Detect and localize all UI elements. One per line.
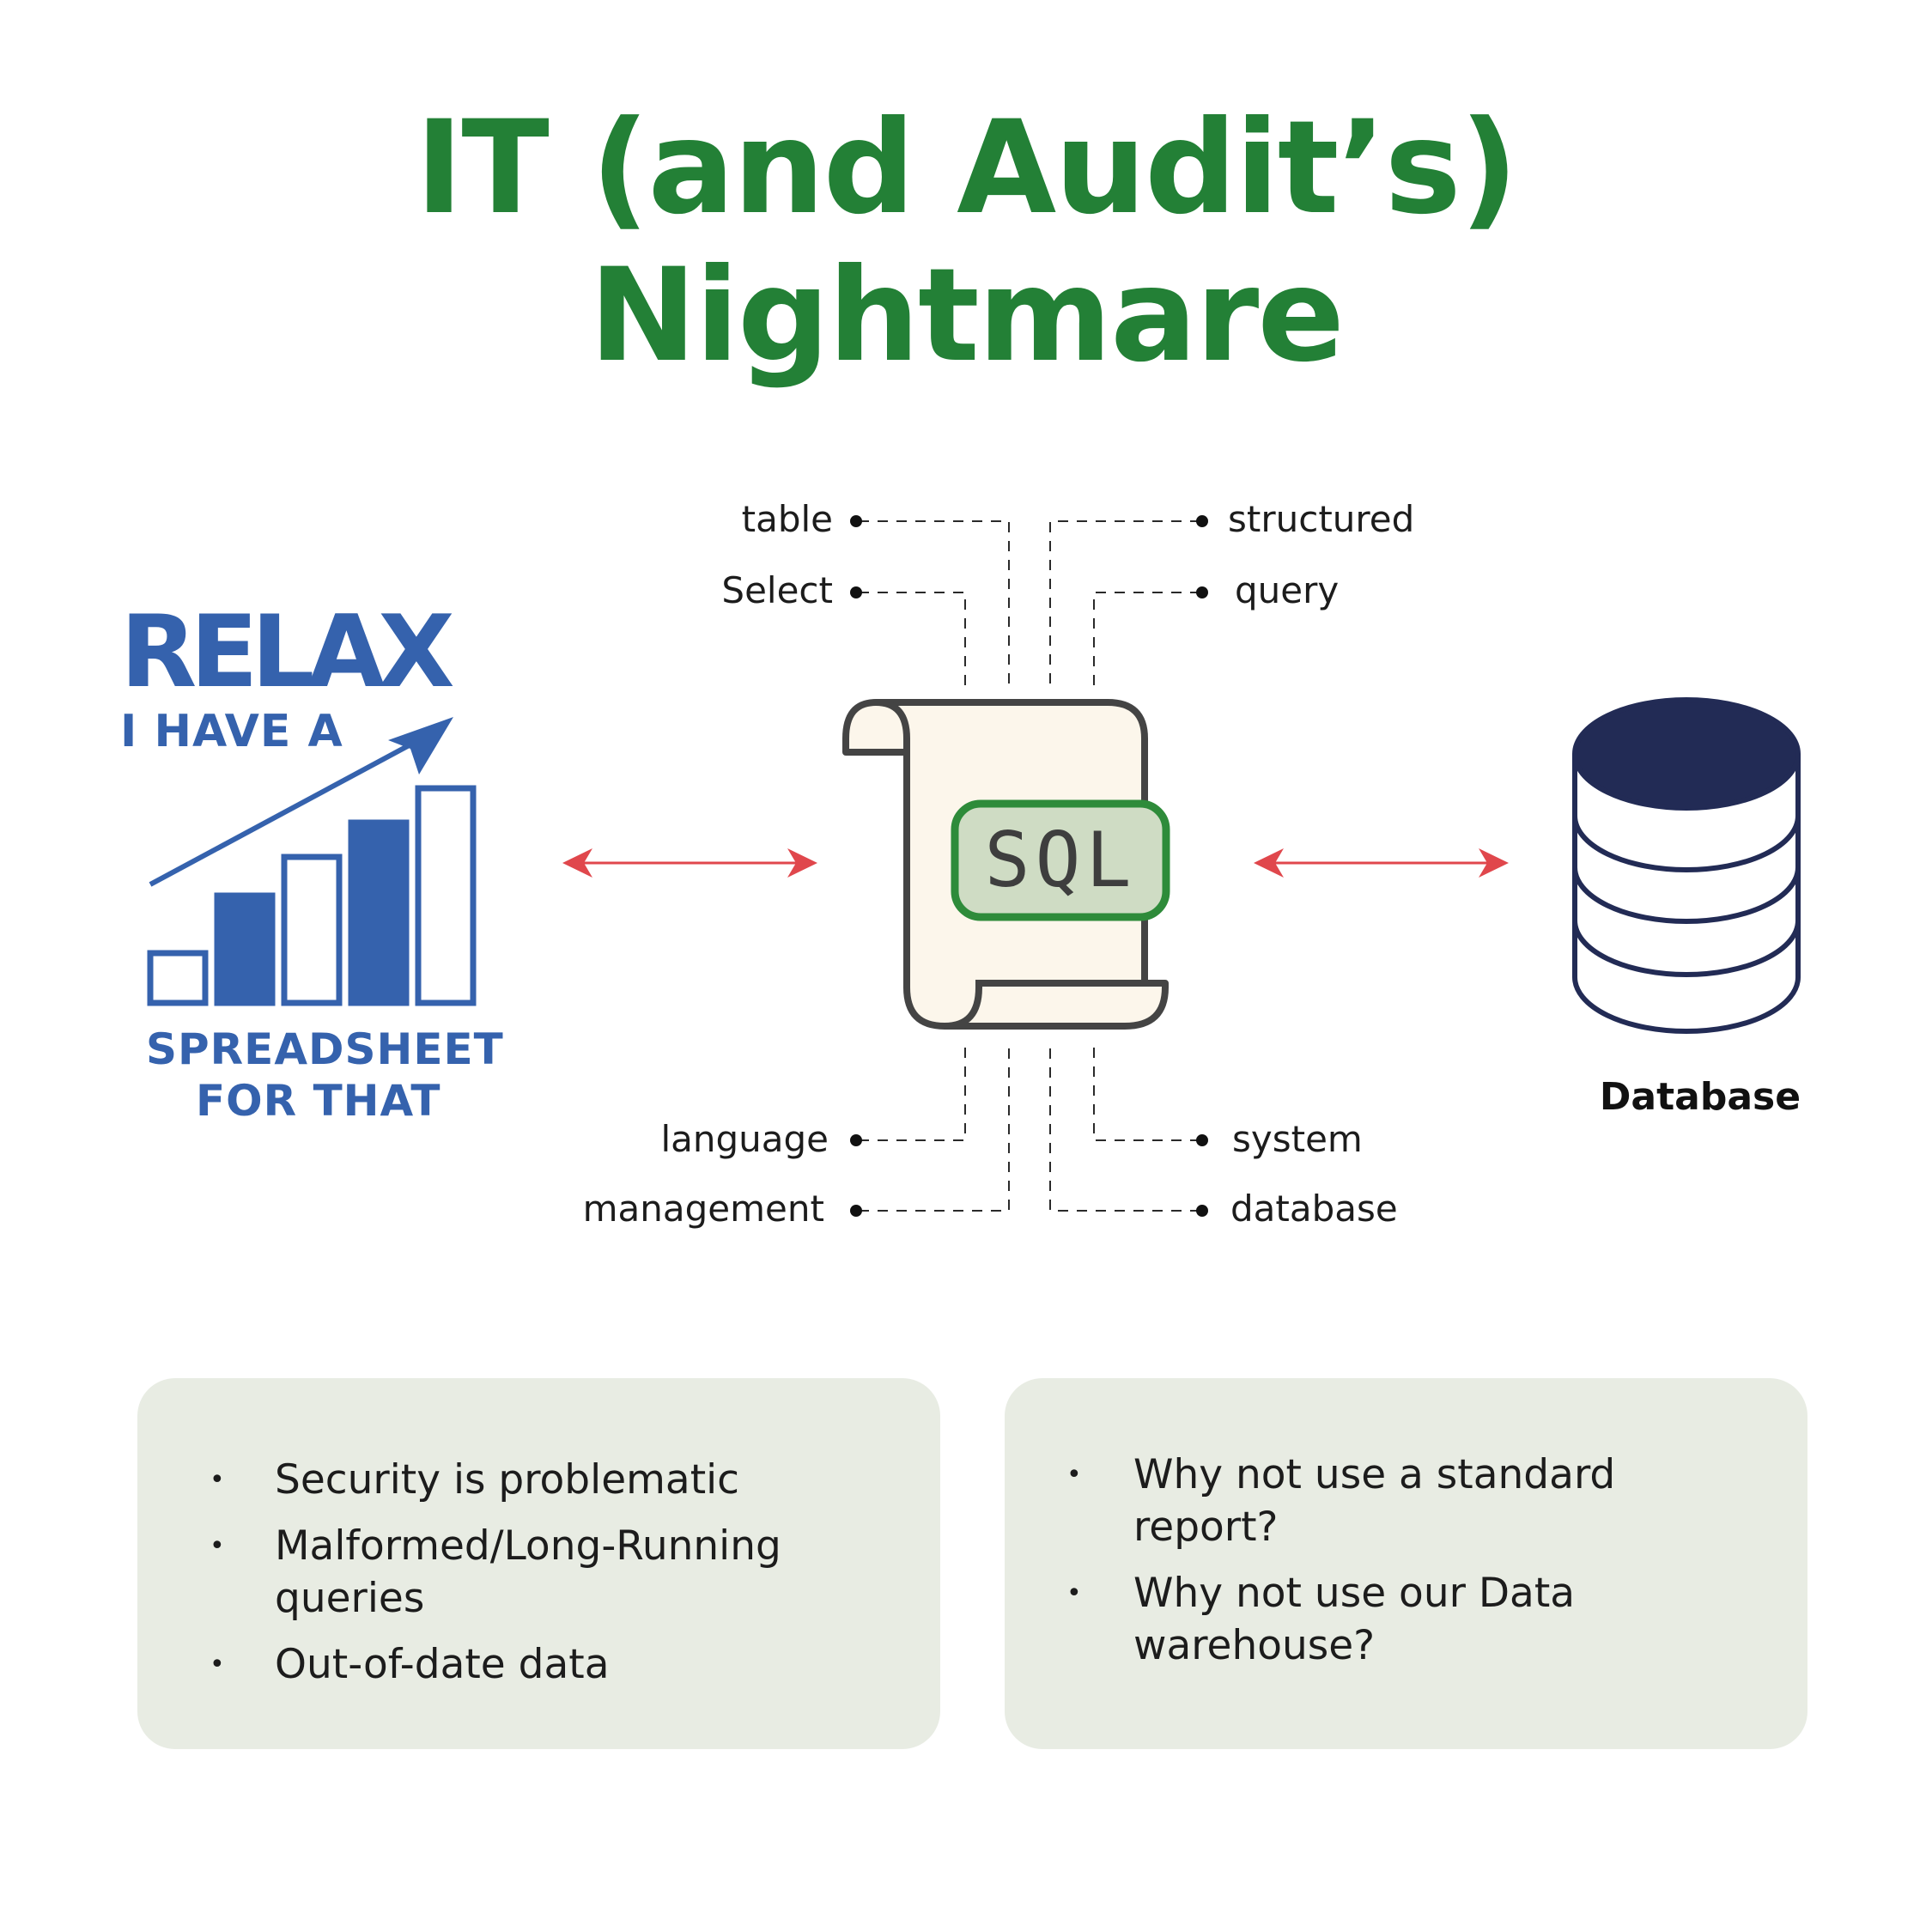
page-title: IT (and Audit’s) Nightmare [0,94,1932,390]
database-label: Database [1599,1075,1801,1119]
term-database: database [1230,1188,1398,1230]
arrow-logo-to-sql [562,848,817,878]
sql-scroll-icon [842,699,1170,1030]
relax-bar [415,785,477,1006]
term-table: table [741,498,833,540]
list-item: • Out-of-date data [137,1638,910,1691]
relax-headline: RELAX [120,594,455,710]
list-item: • Malformed/Long-Running queries [137,1520,910,1625]
relax-bar [214,892,276,1006]
term-query: query [1235,569,1340,611]
relax-subline: I HAVE A [120,706,343,757]
term-structured: structured [1228,498,1415,540]
database-icon [1572,697,1801,1034]
term-system: system [1232,1118,1363,1160]
list-item: • Why not use our Data warehouse? [1005,1567,1666,1672]
bullet-icon: • [210,1465,225,1495]
bullet-icon: • [210,1649,225,1680]
trend-line [149,734,427,887]
relax-bar [348,819,410,1006]
bullet-icon: • [1066,1460,1082,1490]
list-item: • Why not use a standard report? [1005,1449,1666,1553]
relax-bar [281,854,343,1006]
term-language: language [660,1118,829,1160]
arrow-sql-to-database [1254,848,1509,878]
issue-text: Out-of-date data [275,1641,610,1688]
relax-bar [147,950,209,1006]
question-text: Why not use our Data warehouse? [1133,1570,1576,1669]
issue-text: Security is problematic [275,1456,740,1504]
bullet-icon: • [210,1531,225,1561]
term-management: management [582,1188,824,1230]
list-item: • Security is problematic [137,1454,910,1506]
sql-badge-label: SQL [984,816,1137,904]
sql-connector-lines [859,520,1200,1212]
issues-list: • Security is problematic • Malformed/Long… [137,1454,910,1704]
trend-arrow-head-icon [388,717,453,775]
relax-for-that-text: FOR THAT [196,1076,441,1126]
questions-panel: • Why not use a standard report? • Why not… [1005,1378,1807,1749]
issue-text: Malformed/Long-Running queries [275,1522,781,1622]
relax-chart-icon [147,717,477,1006]
page-title-line1: IT (and Audit’s) [415,94,1519,243]
questions-list: • Why not use a standard report? • Why not… [1005,1449,1666,1686]
page-title-line2: Nightmare [588,241,1345,391]
issues-panel: • Security is problematic • Malformed/Long… [137,1378,940,1749]
connector-dots [850,515,1208,1217]
bullet-icon: • [1066,1578,1082,1608]
relax-spreadsheet-text: SPREADSHEET [146,1024,504,1074]
question-text: Why not use a standard report? [1133,1451,1616,1551]
term-select: Select [721,569,833,611]
